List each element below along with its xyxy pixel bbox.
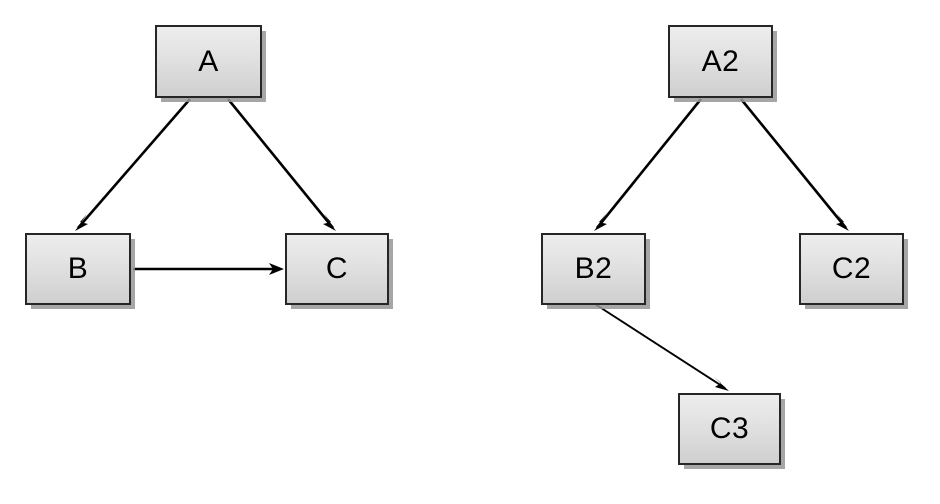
edge-a-to-c[interactable] xyxy=(226,98,336,231)
edge-group-left xyxy=(75,98,336,275)
edge-b-to-c-arrowhead xyxy=(269,263,284,275)
edge-a-to-c-arrowhead xyxy=(323,214,336,231)
node-a[interactable]: A xyxy=(155,25,262,98)
node-c3[interactable]: C3 xyxy=(678,393,781,465)
edge-a-to-c-line xyxy=(226,98,335,229)
edge-a-to-b-line xyxy=(77,98,191,229)
edge-b2-to-c3-line xyxy=(594,303,726,389)
edge-a2-to-b2[interactable] xyxy=(594,98,703,231)
node-b-label: B xyxy=(67,252,89,285)
node-c2-label: C2 xyxy=(831,252,872,285)
edge-b-to-c[interactable] xyxy=(133,263,284,275)
edge-group-right xyxy=(594,98,849,391)
node-c3-label: C3 xyxy=(709,412,750,445)
edge-a2-to-b2-arrowhead xyxy=(594,214,607,231)
edge-b2-to-c3[interactable] xyxy=(594,303,729,391)
edge-a-to-b[interactable] xyxy=(75,98,191,231)
edge-b2-to-c3-arrowhead xyxy=(714,377,729,391)
node-a2[interactable]: A2 xyxy=(668,25,773,98)
edge-a2-to-c2-arrowhead xyxy=(836,214,849,231)
edge-a2-to-c2-line xyxy=(739,98,848,229)
node-b2[interactable]: B2 xyxy=(541,233,646,305)
edge-a2-to-b2-line xyxy=(595,98,703,229)
edge-a2-to-c2[interactable] xyxy=(739,98,849,231)
node-c[interactable]: C xyxy=(285,233,389,305)
node-b[interactable]: B xyxy=(25,233,131,305)
node-a2-label: A2 xyxy=(701,44,740,78)
node-c2[interactable]: C2 xyxy=(799,233,904,305)
node-c-label: C xyxy=(325,252,349,285)
node-b2-label: B2 xyxy=(574,252,613,285)
node-a-label: A xyxy=(198,44,219,78)
edge-a-to-b-arrowhead xyxy=(75,214,88,231)
